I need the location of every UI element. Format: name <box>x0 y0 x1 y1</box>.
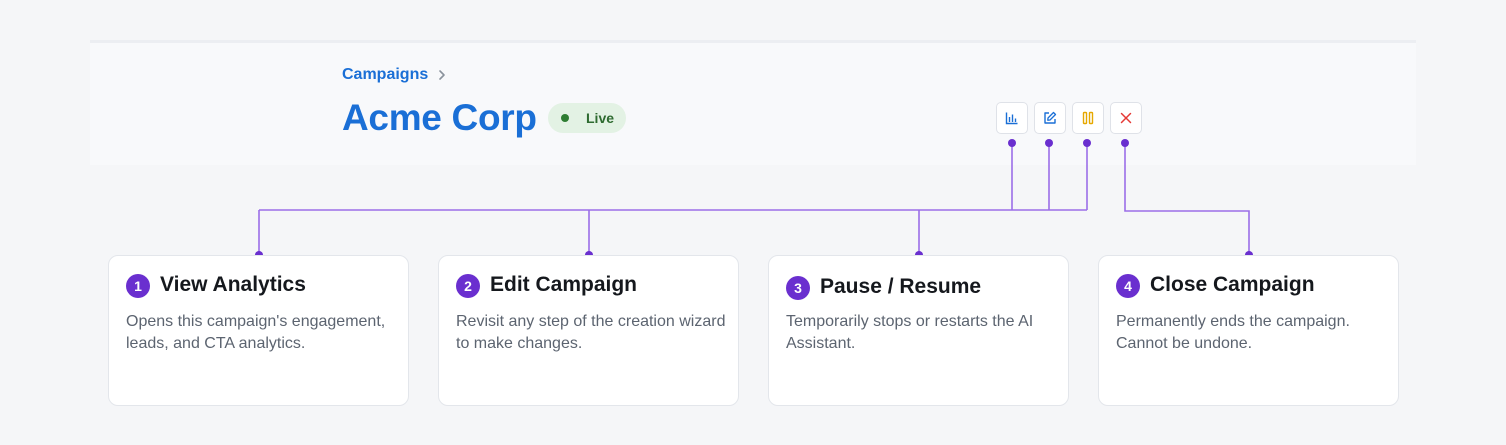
card-header: 3 Pause / Resume <box>786 274 981 300</box>
step-number-badge: 2 <box>456 274 480 298</box>
card-edit-campaign: 2 Edit Campaign Revisit any step of the … <box>438 255 739 406</box>
card-description: Revisit any step of the creation wizard … <box>456 313 726 352</box>
card-close-campaign: 4 Close Campaign Permanently ends the ca… <box>1098 255 1399 406</box>
chevron-right-icon <box>436 68 448 82</box>
status-badge: Live <box>548 103 626 133</box>
card-header: 4 Close Campaign <box>1116 272 1315 298</box>
page-title: Acme Corp <box>342 97 537 138</box>
view-analytics-button[interactable] <box>996 102 1028 134</box>
breadcrumb-campaigns-link[interactable]: Campaigns <box>342 66 429 83</box>
header-panel <box>90 40 1416 165</box>
edit-campaign-button[interactable] <box>1034 102 1066 134</box>
bar-chart-icon <box>1005 111 1019 125</box>
card-title: Edit Campaign <box>490 273 638 296</box>
card-description: Temporarily stops or restarts the AI Ass… <box>786 313 1034 352</box>
step-number-badge: 1 <box>126 274 150 298</box>
edit-icon <box>1043 111 1057 125</box>
card-view-analytics: 1 View Analytics Opens this campaign's e… <box>108 255 409 406</box>
step-number-badge: 3 <box>786 276 810 300</box>
pause-icon <box>1081 111 1095 125</box>
card-title: Close Campaign <box>1150 273 1315 296</box>
close-icon <box>1119 111 1133 125</box>
card-title: View Analytics <box>160 273 306 296</box>
card-title: Pause / Resume <box>820 275 982 298</box>
pause-resume-button[interactable] <box>1072 102 1104 134</box>
status-label: Live <box>586 110 615 126</box>
step-number-badge: 4 <box>1116 274 1140 298</box>
card-header: 1 View Analytics <box>126 272 306 298</box>
card-header: 2 Edit Campaign <box>456 272 637 298</box>
card-description: Opens this campaign's engagement, leads,… <box>126 313 386 352</box>
status-dot <box>561 114 569 122</box>
card-pause-resume: 3 Pause / Resume Temporarily stops or re… <box>768 255 1069 406</box>
card-description: Permanently ends the campaign. Cannot be… <box>1116 313 1350 352</box>
breadcrumb: Campaigns <box>342 66 448 84</box>
close-campaign-button[interactable] <box>1110 102 1142 134</box>
